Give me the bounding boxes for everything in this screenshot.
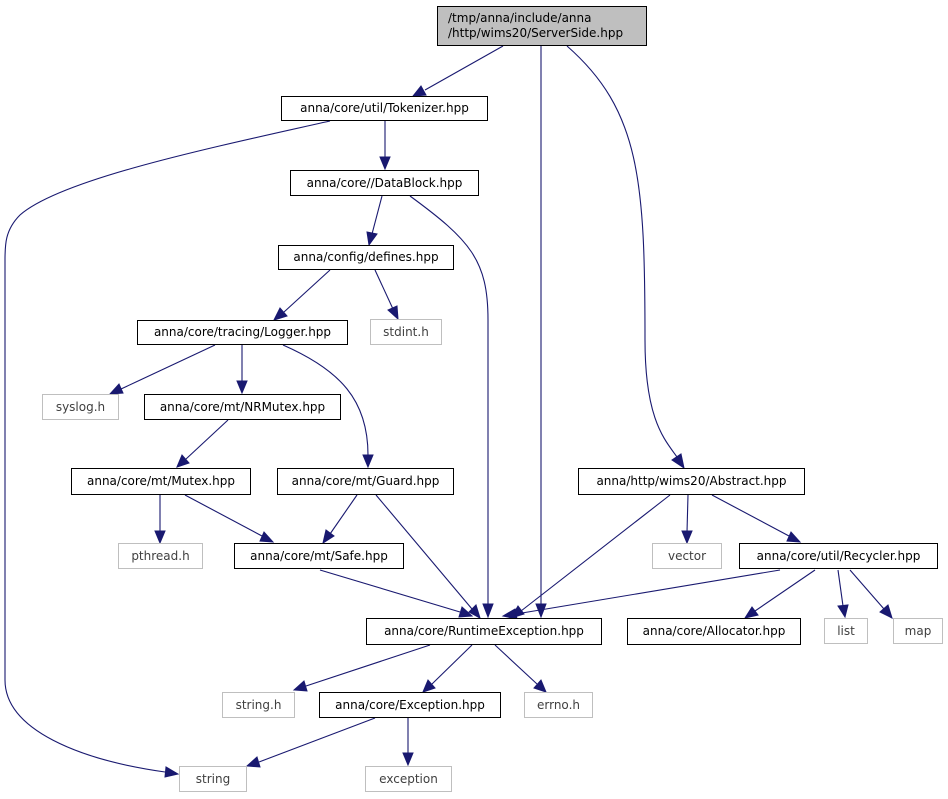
- arrowhead-root-tokenizer: [411, 85, 427, 97]
- edge-guard-safe: [329, 494, 358, 535]
- edge-abstract-runtime: [520, 494, 671, 612]
- node-exception-hpp[interactable]: anna/core/Exception.hpp: [319, 692, 501, 718]
- node-pthread[interactable]: pthread.h: [118, 543, 203, 569]
- node-defines[interactable]: anna/config/defines.hpp: [278, 245, 454, 270]
- node-map[interactable]: map: [893, 618, 943, 644]
- edge-recycler-map: [849, 569, 885, 610]
- node-tokenizer[interactable]: anna/core/util/Tokenizer.hpp: [281, 96, 488, 121]
- edge-safe-runtime: [319, 569, 461, 613]
- edge-recycler-runtime: [515, 569, 781, 615]
- edge-logger-syslog: [120, 344, 216, 390]
- node-nrmutex[interactable]: anna/core/mt/NRMutex.hpp: [144, 394, 341, 420]
- arrowhead-runtime-string-h: [292, 680, 308, 692]
- arrowhead-recycler-list: [837, 604, 849, 619]
- node-errno[interactable]: errno.h: [524, 692, 593, 718]
- dependency-edges: [4, 45, 893, 778]
- arrowhead-mutex-safe: [259, 531, 275, 543]
- arrowhead-exception-hpp-exception: [402, 752, 414, 767]
- edge-defines-stdint: [374, 269, 394, 310]
- arrowhead-defines-stdint: [387, 305, 399, 321]
- edge-root-tokenizer: [424, 45, 504, 91]
- node-datablock[interactable]: anna/core//DataBlock.hpp: [290, 170, 479, 196]
- edge-abstract-recycler: [711, 494, 790, 537]
- arrowhead-recycler-map: [879, 604, 893, 619]
- edge-defines-logger: [283, 269, 331, 313]
- arrowhead-defines-logger: [273, 307, 288, 321]
- arrowhead-abstract-vector: [681, 530, 693, 545]
- node-abstract[interactable]: anna/http/wims20/Abstract.hpp: [578, 468, 805, 495]
- arrowhead-logger-syslog: [108, 383, 124, 395]
- edge-runtime-errno: [494, 644, 538, 685]
- arrowhead-runtime-exception-hpp: [422, 679, 436, 693]
- node-string[interactable]: string: [179, 766, 247, 792]
- node-list[interactable]: list: [824, 618, 868, 644]
- arrowhead-recycler-runtime: [501, 608, 518, 620]
- edge-guard-runtime: [375, 494, 473, 610]
- edge-datablock-runtime: [409, 195, 489, 605]
- node-safe[interactable]: anna/core/mt/Safe.hpp: [234, 543, 404, 569]
- arrowhead-guard-runtime: [468, 604, 481, 620]
- edge-datablock-defines: [371, 195, 383, 235]
- arrowhead-datablock-runtime: [482, 603, 494, 619]
- arrowhead-tokenizer-string: [164, 766, 180, 778]
- edge-runtime-string-h: [305, 644, 431, 687]
- node-stdint[interactable]: stdint.h: [370, 319, 442, 345]
- arrowhead-exception-hpp-string: [245, 756, 261, 768]
- arrowhead-tokenizer-datablock: [379, 156, 391, 171]
- edge-root-abstract: [566, 45, 678, 458]
- arrowhead-root-abstract: [671, 453, 685, 470]
- arrowhead-abstract-recycler: [786, 531, 802, 543]
- arrowhead-logger-guard: [362, 454, 374, 469]
- arrowhead-runtime-errno: [533, 679, 547, 693]
- root-node-serverside[interactable]: /tmp/anna/include/anna /http/wims20/Serv…: [437, 6, 647, 46]
- edge-runtime-exception-hpp: [431, 644, 473, 685]
- node-vector[interactable]: vector: [652, 543, 722, 569]
- arrowhead-logger-nrmutex: [236, 380, 248, 395]
- node-syslog[interactable]: syslog.h: [42, 394, 119, 420]
- arrowhead-recycler-allocator: [743, 606, 759, 619]
- node-logger[interactable]: anna/core/tracing/Logger.hpp: [137, 320, 348, 345]
- arrowhead-guard-safe: [322, 529, 335, 545]
- arrowhead-datablock-defines: [366, 231, 378, 247]
- node-guard[interactable]: anna/core/mt/Guard.hpp: [277, 468, 454, 495]
- node-mutex[interactable]: anna/core/mt/Mutex.hpp: [71, 468, 251, 495]
- root-node-line-1: /tmp/anna/include/anna: [448, 11, 592, 25]
- arrowhead-safe-runtime: [458, 606, 474, 618]
- node-runtime-exception[interactable]: anna/core/RuntimeException.hpp: [366, 618, 602, 645]
- edge-recycler-allocator: [754, 569, 816, 612]
- edge-tokenizer-string: [4, 120, 331, 773]
- edge-logger-guard: [282, 344, 369, 456]
- node-string-h[interactable]: string.h: [222, 692, 295, 718]
- edge-nrmutex-mutex: [185, 419, 229, 460]
- arrowhead-nrmutex-mutex: [176, 454, 190, 468]
- node-allocator[interactable]: anna/core/Allocator.hpp: [627, 618, 801, 645]
- edge-abstract-vector: [686, 494, 689, 533]
- edge-mutex-safe: [184, 494, 263, 537]
- arrowhead-mutex-pthread: [154, 530, 166, 545]
- node-recycler[interactable]: anna/core/util/Recycler.hpp: [739, 543, 938, 569]
- edge-exception-hpp-string: [258, 717, 376, 763]
- root-node-line-2: /http/wims20/ServerSide.hpp: [448, 26, 624, 40]
- node-exception[interactable]: exception: [365, 766, 452, 792]
- edge-recycler-list: [837, 569, 844, 607]
